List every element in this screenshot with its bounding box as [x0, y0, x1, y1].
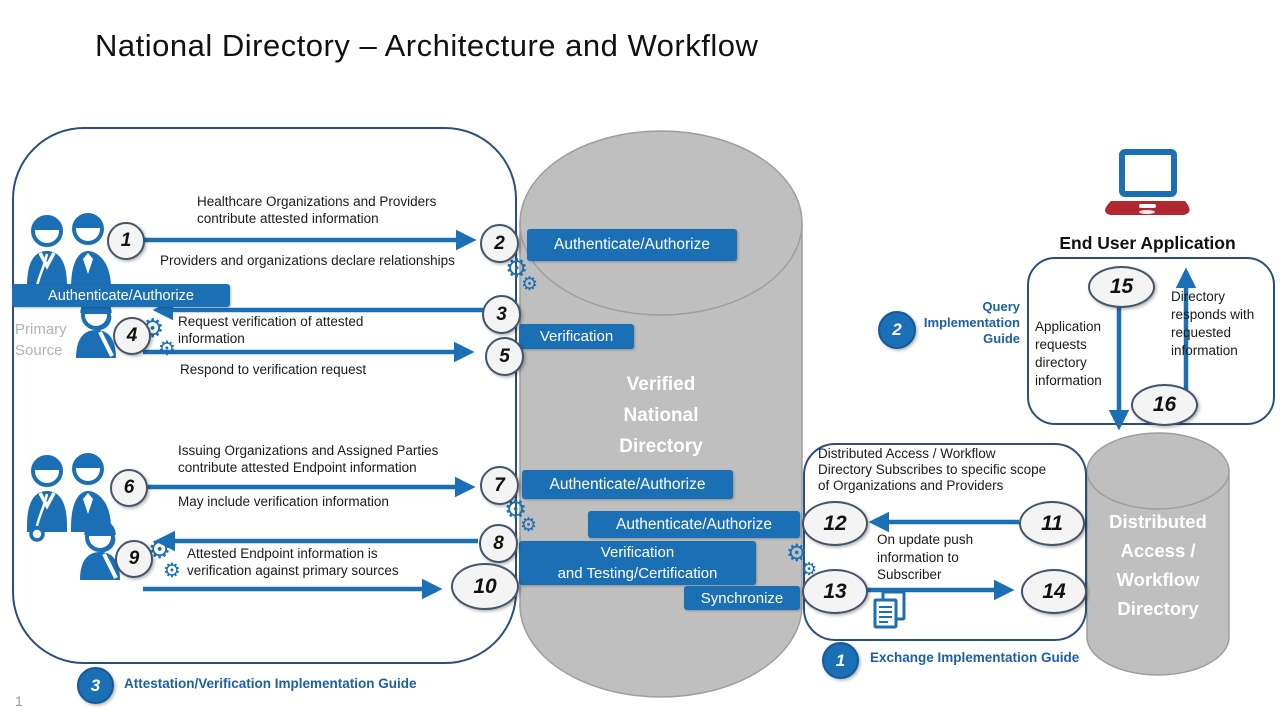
providers-icon	[27, 213, 111, 302]
step-11-badge: 11	[1019, 501, 1085, 546]
step-14-badge: 14	[1021, 569, 1087, 614]
step-15-badge: 15	[1088, 266, 1155, 308]
attestation-guide-badge: 3	[77, 667, 114, 704]
verified-national-directory-label: Verified National Directory	[619, 374, 703, 457]
step-9-badge: 9	[115, 540, 153, 578]
gears-icon: ⚙	[505, 254, 529, 284]
app-requests-label: Application requests directory informati…	[1035, 319, 1102, 388]
gears-icon: ⚙	[148, 535, 172, 565]
flow6-label-above: Issuing Organizations and Assigned Parti…	[178, 443, 439, 475]
page-number: 1	[15, 693, 23, 709]
primary-source-agent-icon	[76, 298, 116, 358]
attestation-guide-label: Attestation/Verification Implementation …	[124, 676, 417, 691]
distributed-directory-label: Distributed Access / Workflow Directory	[1109, 511, 1207, 619]
step-13-badge: 13	[802, 569, 868, 614]
attestation-panel	[12, 127, 517, 664]
verification-badge: Verification	[519, 324, 634, 349]
synchronize-badge: Synchronize	[684, 586, 800, 610]
flow5-label: Respond to verification request	[180, 362, 367, 377]
directory-responds-label: Directory responds with requested inform…	[1171, 289, 1255, 358]
authenticate-authorize-badge-mid: Authenticate/Authorize	[522, 470, 733, 499]
push-subscriber-label: On update push information to Subscriber	[877, 532, 974, 582]
flow6-label-below: May include verification information	[178, 494, 389, 509]
flow1-label-above: Healthcare Organizations and Providers c…	[197, 194, 437, 226]
verification-testing-badge: Verification and Testing/Certification	[519, 541, 756, 585]
step-1-badge: 1	[107, 222, 145, 260]
authenticate-authorize-badge-lower: Authenticate/Authorize	[588, 511, 800, 538]
query-guide-badge: 2	[878, 311, 916, 349]
step-5-badge: 5	[485, 337, 524, 376]
documents-icon	[873, 590, 906, 629]
step-12-badge: 12	[802, 501, 868, 546]
distributed-panel-text: Distributed Access / Workflow Directory …	[818, 446, 1047, 493]
flow1-label-below: Providers and organizations declare rela…	[160, 253, 455, 268]
step-2-badge: 2	[480, 224, 519, 263]
step-8-badge: 8	[479, 524, 518, 563]
step-10-badge: 10	[451, 563, 519, 610]
distributed-directory-cylinder	[1086, 432, 1230, 676]
gears-icon: ⚙	[521, 273, 539, 295]
gears-icon: ⚙	[504, 495, 528, 525]
laptop-icon	[1105, 149, 1190, 215]
step-4-badge: 4	[113, 317, 151, 355]
flow9-label: Attested Endpoint information is verific…	[187, 546, 399, 578]
exchange-guide-badge: 1	[822, 642, 859, 679]
authenticate-authorize-badge-left: Authenticate/Authorize	[12, 284, 230, 307]
flow4-label: Request verification of attested informa…	[178, 314, 364, 346]
query-guide-label: Query Implementation Guide	[923, 299, 1020, 346]
end-user-application-label: End User Application	[1059, 233, 1236, 253]
step-7-badge: 7	[480, 466, 519, 505]
gears-icon: ⚙	[786, 539, 808, 567]
issuing-parties-icon	[27, 453, 111, 542]
authenticate-authorize-badge-top: Authenticate/Authorize	[527, 229, 737, 261]
step-16-badge: 16	[1131, 384, 1198, 426]
gears-icon: ⚙	[163, 558, 181, 582]
verification-agent-icon	[80, 520, 120, 580]
gears-icon: ⚙	[158, 336, 176, 360]
step-6-badge: 6	[110, 469, 148, 507]
step-3-badge: 3	[482, 295, 521, 334]
exchange-guide-label: Exchange Implementation Guide	[870, 650, 1080, 665]
page-title: National Directory – Architecture and Wo…	[95, 28, 759, 63]
gears-icon: ⚙	[520, 514, 538, 536]
primary-source-label: Primary Source	[15, 321, 67, 359]
